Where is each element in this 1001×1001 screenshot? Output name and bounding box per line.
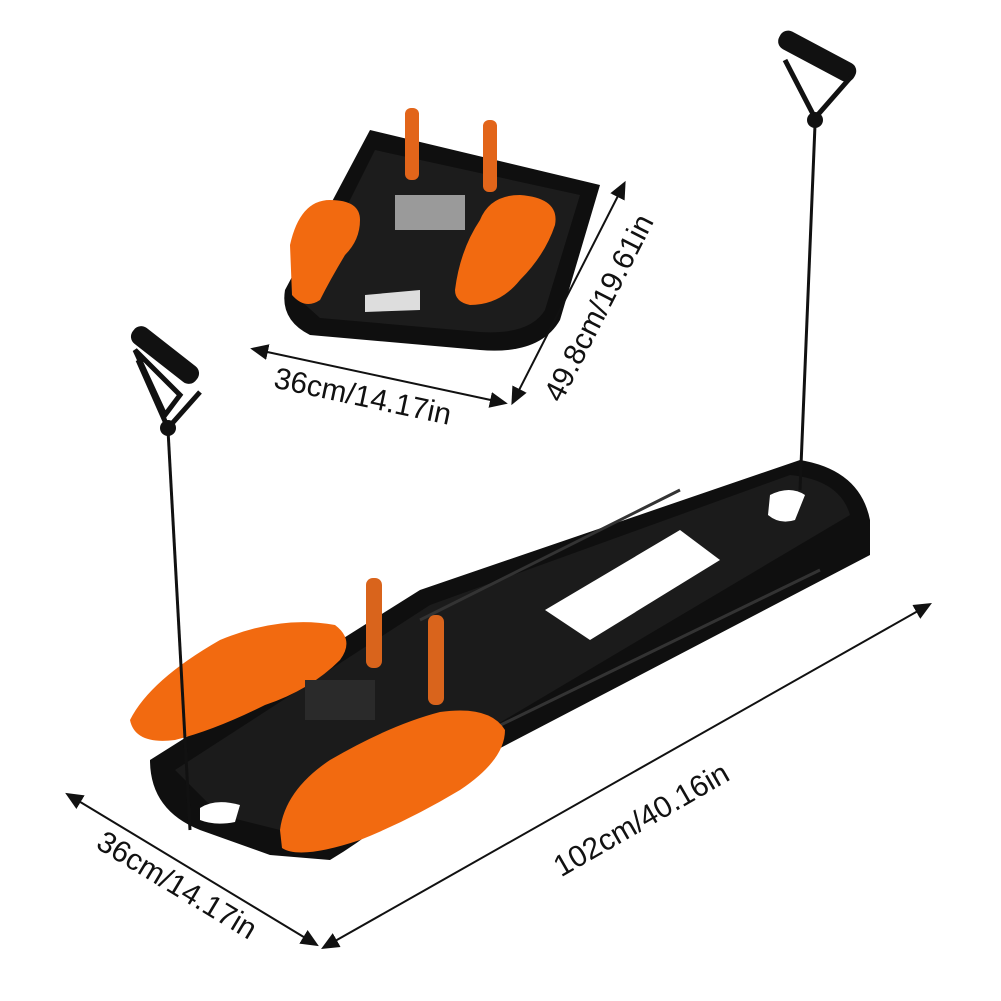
folded-board [284, 108, 600, 351]
unfolded-board [130, 460, 870, 860]
post-right-unfolded [428, 615, 444, 705]
resistance-band-right [778, 30, 857, 491]
resistance-band-left [130, 326, 202, 831]
post-right [483, 120, 497, 192]
foot-pad-left [290, 200, 360, 304]
post-left-unfolded [366, 578, 382, 668]
post-left [405, 108, 419, 180]
